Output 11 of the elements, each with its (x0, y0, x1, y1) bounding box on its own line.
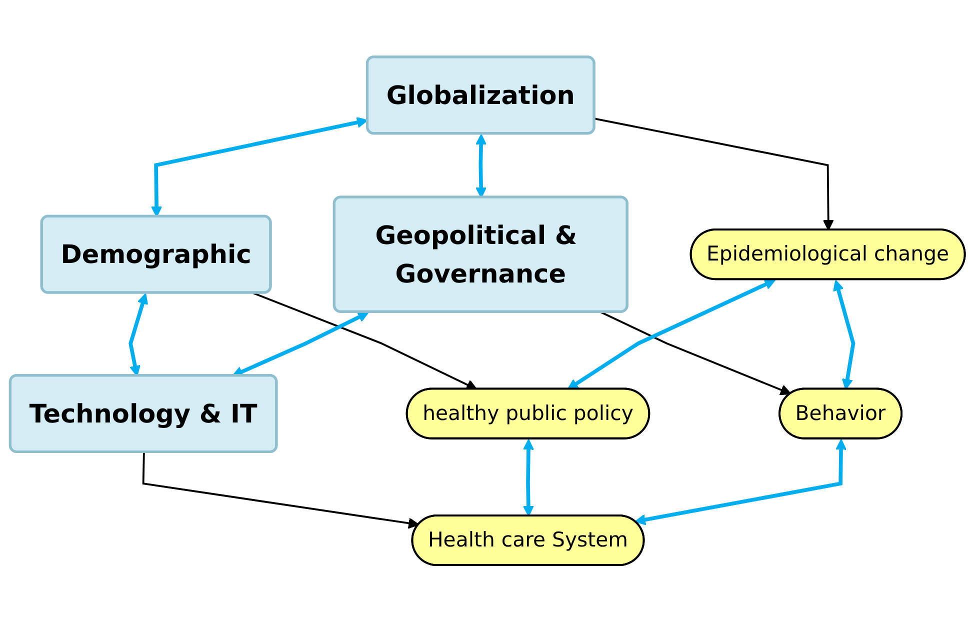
arrow (600, 311, 792, 396)
arrow (634, 439, 847, 526)
arrow (150, 116, 368, 218)
arrow (567, 279, 776, 390)
arrow (594, 118, 834, 231)
arrow (142, 452, 420, 529)
arrow (475, 134, 487, 198)
arrow (522, 439, 534, 517)
arrow (253, 292, 478, 390)
arrow (833, 280, 856, 390)
arrow (128, 293, 148, 376)
